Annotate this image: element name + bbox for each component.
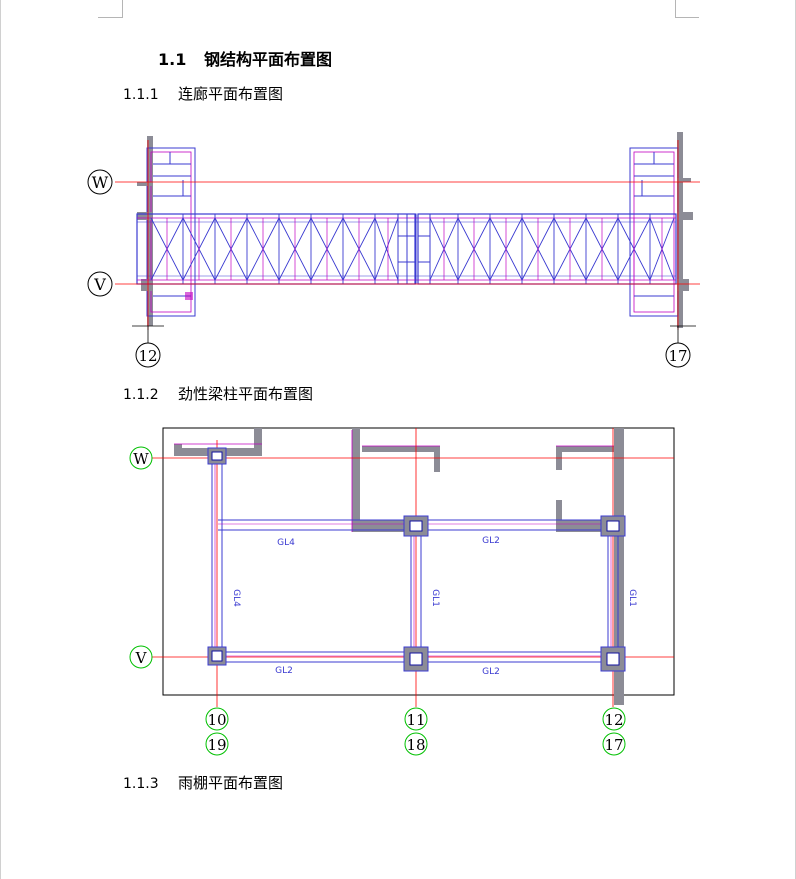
svg-text:18: 18 (406, 736, 425, 754)
svg-text:W: W (92, 173, 109, 192)
axis-bubble-10: 10 (205, 707, 229, 731)
crop-mark-left-h (98, 17, 122, 18)
page-edge-left (0, 0, 1, 879)
subsection-number: 1.1.2 (123, 387, 159, 403)
subsection-heading-3: 1.1.3 雨棚平面布置图 (123, 772, 283, 793)
axis-bubble-w-2: W (129, 446, 153, 470)
column-v12 (600, 646, 626, 672)
grid-lines-1 (115, 140, 700, 330)
beam-label: GL1 (627, 589, 637, 607)
svg-text:W: W (133, 450, 149, 468)
svg-text:19: 19 (207, 736, 226, 754)
svg-text:V: V (93, 275, 106, 294)
svg-text:17: 17 (668, 347, 687, 365)
beam-label: GL4 (231, 589, 241, 607)
column-v10 (207, 646, 227, 666)
crop-mark-left (122, 0, 123, 18)
svg-text:12: 12 (604, 711, 623, 729)
axis-bubble-18: 18 (404, 732, 428, 756)
axis-bubble-19: 19 (205, 732, 229, 756)
axis-bubble-12-1: 12 (135, 342, 161, 368)
crop-mark-right-h (675, 17, 699, 18)
subsection-number: 1.1.1 (123, 87, 159, 103)
axis-bubble-11: 11 (404, 707, 428, 731)
section-number: 1.1 (158, 50, 187, 69)
column-w12 (600, 515, 626, 537)
beam-label: GL2 (482, 667, 500, 677)
subsection-title: 劲性梁柱平面布置图 (178, 385, 314, 403)
beam-label: GL1 (430, 589, 440, 607)
beam-label: GL2 (275, 666, 293, 676)
drawing-frame (162, 427, 675, 696)
beam-label: GL4 (277, 538, 295, 548)
subsection-title: 连廊平面布置图 (178, 85, 284, 103)
axis-bubble-12-2: 12 (602, 707, 626, 731)
beam-labels: GL4 GL2 GL2 GL2 GL4 GL1 GL1 (231, 536, 637, 677)
beam-label: GL2 (482, 536, 500, 546)
beams (211, 456, 619, 663)
axis-bubble-v-2: V (129, 645, 153, 669)
axis-bubble-17-2: 17 (602, 732, 626, 756)
section-title: 钢结构平面布置图 (204, 50, 333, 69)
column-w10 (207, 447, 227, 465)
column-v11 (403, 646, 429, 672)
crop-mark-right (675, 0, 676, 18)
column-w11 (403, 515, 429, 537)
columns (207, 447, 626, 672)
svg-text:V: V (135, 649, 148, 667)
subsection-heading-2: 1.1.2 劲性梁柱平面布置图 (123, 383, 313, 404)
axis-bubble-17-1: 17 (665, 342, 691, 368)
subsection-title: 雨棚平面布置图 (178, 774, 284, 792)
axis-bubble-v-1: V (87, 271, 113, 297)
left-building (137, 136, 196, 326)
section-heading: 1.1 钢结构平面布置图 (158, 46, 332, 70)
svg-text:11: 11 (406, 711, 425, 729)
subsection-heading-1: 1.1.1 连廊平面布置图 (123, 83, 283, 104)
svg-text:17: 17 (604, 736, 623, 754)
walls (174, 428, 624, 705)
svg-text:10: 10 (207, 711, 226, 729)
svg-text:12: 12 (138, 347, 157, 365)
subsection-number: 1.1.3 (123, 776, 159, 792)
axis-bubble-w-1: W (87, 169, 113, 195)
